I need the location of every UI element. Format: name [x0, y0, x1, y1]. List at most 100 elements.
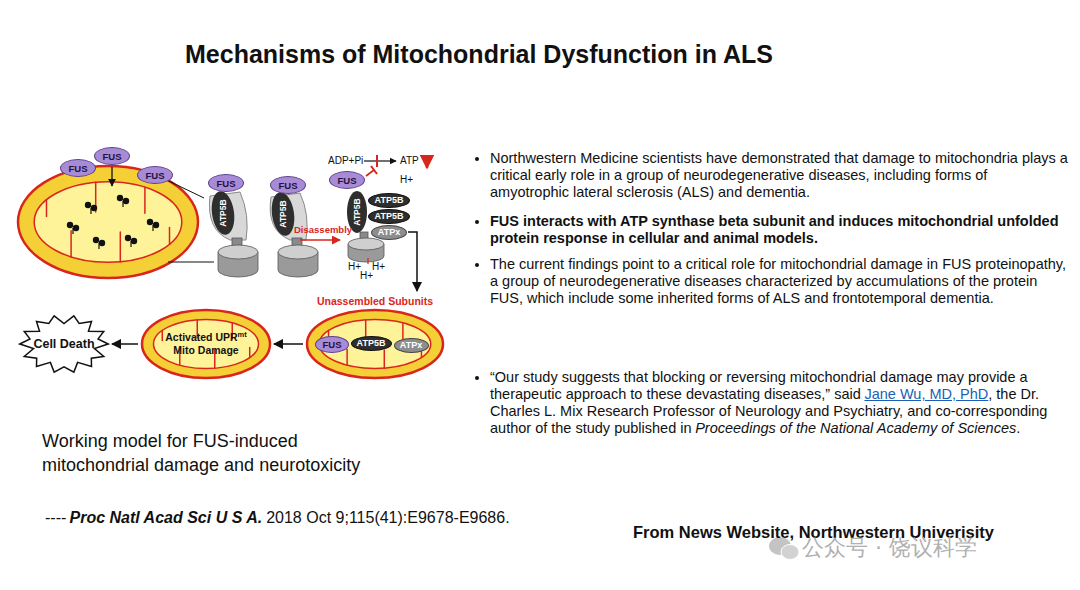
- synthase-stalk: [122, 201, 123, 207]
- bullet-list: “Our study suggests that blocking or rev…: [468, 369, 1068, 437]
- bullet-list: Northwestern Medicine scientists have de…: [468, 150, 1068, 201]
- synthase-stalk: [90, 208, 91, 214]
- mitochondrion: Activated UPRmtMito Damage: [140, 308, 272, 380]
- node-line: Activated UPRmt: [165, 331, 247, 344]
- crista: [70, 231, 72, 257]
- synthase-dot: [131, 238, 137, 244]
- block-bar: [376, 155, 378, 167]
- node-text: ATPx: [400, 340, 422, 350]
- fus-protein: FUS: [270, 176, 306, 194]
- bullet-item: “Our study suggests that blocking or rev…: [490, 369, 1068, 437]
- subunit-label: ATP5B: [218, 199, 228, 226]
- fus-protein: FUS: [208, 174, 244, 192]
- shape-part: [142, 310, 270, 378]
- proton-label: H+: [372, 261, 385, 272]
- node-text: ATP5B: [357, 338, 386, 348]
- fus-protein: FUS: [329, 171, 365, 189]
- node-text: FUS: [69, 163, 88, 174]
- shape-part: [307, 310, 443, 378]
- atp-subunit: ATPx: [394, 338, 429, 353]
- citation-dash: ----: [45, 509, 66, 526]
- synthase-dot: [93, 237, 99, 243]
- atp-synthase: [209, 190, 258, 277]
- proton-label: H+: [360, 270, 373, 281]
- crista: [144, 187, 146, 213]
- synthase-dot: [123, 198, 129, 204]
- crista: [402, 323, 404, 339]
- bullet-item: The current findings point to a critical…: [490, 256, 1068, 307]
- bullet-text: Northwestern Medicine scientists have de…: [490, 150, 1068, 200]
- mitochondrion: [18, 166, 198, 278]
- crista: [46, 200, 48, 217]
- synthase-dot: [147, 219, 153, 225]
- fus-protein: FUS: [60, 159, 96, 177]
- bullet-list: FUS interacts with ATP synthase beta sub…: [468, 213, 1068, 247]
- author-link: Jane Wu, MD, PhD: [864, 386, 988, 402]
- synthase-dot: [99, 240, 105, 246]
- bullet-item: FUS interacts with ATP synthase beta sub…: [490, 213, 1068, 247]
- disassembly-arrow: [300, 239, 340, 241]
- synthesis-arrow: [364, 160, 396, 161]
- bullet-text: FUS interacts with ATP synthase beta sub…: [490, 213, 1059, 246]
- journal-name: Proc Natl Acad Sci U S A.: [70, 509, 263, 526]
- crista: [346, 349, 348, 365]
- shape-part: [34, 182, 182, 263]
- flow-arrow: [274, 343, 303, 345]
- citation: ----Proc Natl Acad Sci U S A.2018 Oct 9;…: [45, 509, 510, 527]
- inhibit-line: [366, 170, 374, 176]
- reactant-label: ADP+Pi: [328, 155, 363, 166]
- synthase-dot: [91, 205, 97, 211]
- synthase-dot: [153, 222, 159, 228]
- node-line: Mito Damage: [173, 344, 238, 357]
- synthase-stalk: [98, 243, 99, 249]
- synthase-stalk: [130, 241, 131, 247]
- import-arrow: [111, 167, 112, 186]
- atp-subunit: ATP5B: [351, 336, 392, 351]
- cell-death-burst: Cell Death: [18, 314, 110, 374]
- mitochondrion: Unassembled SubunitsFUSATP5BATPx: [305, 292, 445, 380]
- synthase-dot: [125, 235, 131, 241]
- synthase-stalk: [152, 225, 153, 231]
- atp-subunit: ATP5B: [368, 193, 410, 208]
- zoom-line: [168, 262, 214, 263]
- shape-part: [319, 320, 431, 369]
- proton-tick: [367, 258, 368, 264]
- crista: [162, 330, 164, 340]
- subunit-label: ATP5B: [278, 200, 288, 227]
- node-text: FUS: [279, 180, 298, 191]
- proton-label: H+: [348, 261, 361, 272]
- atp-subunit: ATPx: [371, 225, 407, 240]
- decrease-arrow: [426, 155, 429, 168]
- bullet-list: The current findings point to a critical…: [468, 256, 1068, 307]
- synthase-stalk: [72, 228, 73, 234]
- atp-subunit: ATP5B: [368, 209, 410, 224]
- crista: [120, 232, 122, 262]
- shape-part: [18, 166, 198, 278]
- synthase-dot: [73, 225, 79, 231]
- subunit-label: ATP5B: [352, 198, 362, 225]
- flow-arrow: [408, 232, 417, 291]
- node-text: ATP5B: [375, 195, 404, 205]
- synthase-dot: [67, 222, 73, 228]
- node-text: ATPx: [378, 227, 400, 237]
- watermark: 公众号 · 饶议科学: [802, 533, 977, 563]
- node-text: Cell Death: [33, 337, 94, 351]
- bullet-text: The current findings point to a critical…: [490, 256, 1066, 306]
- process-label: Disassembly: [294, 224, 352, 235]
- superscript: mt: [238, 330, 247, 339]
- node-text: FUS: [146, 170, 165, 181]
- citation-detail: 2018 Oct 9;115(41):E9678-E9686.: [266, 509, 509, 526]
- bullet-text: Proceedings of the National Academy of S…: [695, 420, 1016, 436]
- node-text: Mito Damage: [173, 344, 238, 356]
- node-text: Activated UPR: [165, 331, 237, 343]
- title: Mechanisms of Mitochondrial Dysfunction …: [185, 40, 773, 69]
- synthase-dot: [117, 195, 123, 201]
- synthase-dot: [85, 202, 91, 208]
- inhibit-bar: [371, 166, 377, 174]
- crista: [249, 347, 251, 357]
- fus-protein: FUS: [94, 147, 130, 165]
- product-label: ATP: [400, 155, 419, 166]
- starburst: [20, 316, 108, 372]
- node-text: FUS: [217, 178, 236, 189]
